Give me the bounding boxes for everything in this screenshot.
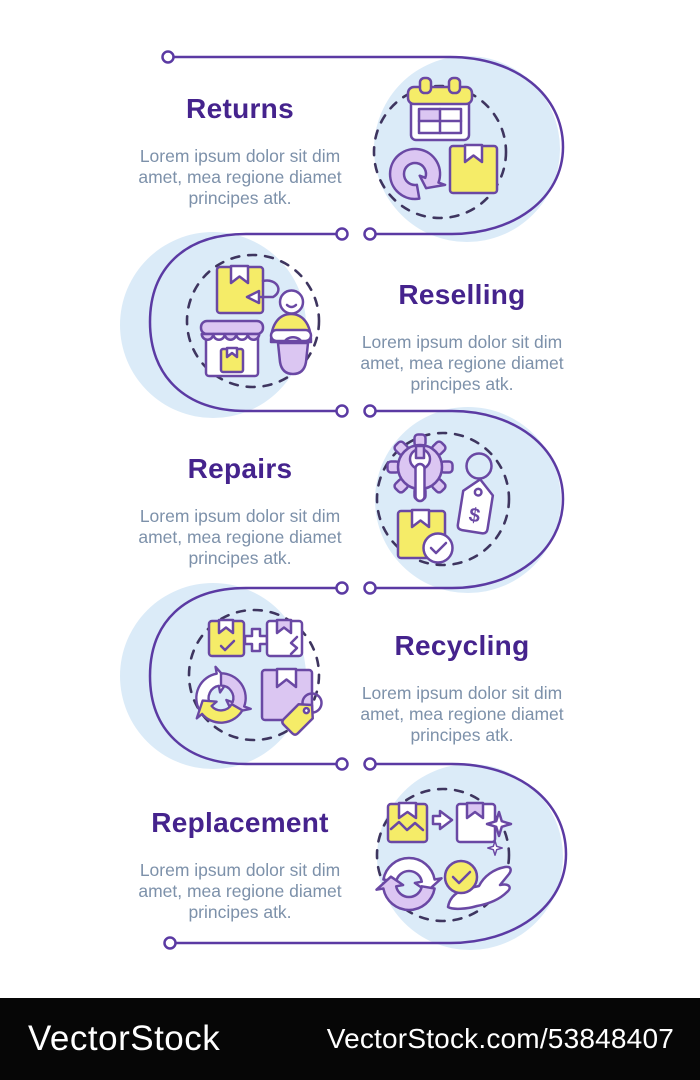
- connector-dot: [363, 581, 377, 595]
- return-parcel-icon: [215, 264, 280, 315]
- replacement-icon-cluster: [375, 801, 513, 912]
- repairs-icon-cluster: $: [386, 433, 495, 564]
- connector-dot: [335, 757, 349, 771]
- connector-dot: [335, 227, 349, 241]
- refresh-arrow-icon: [388, 147, 447, 201]
- exchange-arrows-icon: [375, 856, 443, 912]
- sparkle-icon: [485, 810, 513, 838]
- section-body-line: principes atk.: [188, 188, 292, 208]
- section-recycling: Recycling Lorem ipsum dolor sit dim amet…: [322, 629, 602, 746]
- section-body-line: amet, mea regione diamet: [138, 881, 342, 901]
- new-parcel-icon: [455, 801, 513, 856]
- connector-dot: [363, 227, 377, 241]
- blob-circle: [377, 764, 563, 950]
- reselling-icon-cluster: [199, 264, 313, 378]
- returns-icon-cluster: [388, 76, 499, 201]
- connector-dot: [363, 757, 377, 771]
- vectorstock-logo: VectorStock: [28, 1019, 221, 1058]
- calendar-icon: [406, 76, 474, 142]
- connector-dot: [335, 581, 349, 595]
- section-returns: Returns Lorem ipsum dolor sit dim amet, …: [100, 92, 380, 209]
- recycle-arrows-icon: [195, 665, 252, 724]
- connector-dot: [363, 404, 377, 418]
- connector-line: [148, 50, 568, 950]
- section-body-line: Lorem ipsum dolor sit dim: [139, 860, 341, 880]
- section-body-line: amet, mea regione diamet: [360, 353, 564, 373]
- section-body-line: amet, mea regione diamet: [138, 167, 342, 187]
- section-body-line: principes atk.: [188, 902, 292, 922]
- section-body-line: Lorem ipsum dolor sit dim: [139, 146, 341, 166]
- sparkle-icon: [487, 840, 503, 856]
- watermark-bar: VectorStock VectorStock.com/53848407: [0, 998, 700, 1080]
- parcel-box-icon: [448, 143, 499, 195]
- plus-icon: [243, 627, 269, 653]
- section-body-line: principes atk.: [410, 374, 514, 394]
- dashed-ring: [185, 253, 321, 389]
- section-title: Recycling: [394, 630, 530, 661]
- section-body-line: principes atk.: [188, 548, 292, 568]
- check-circle-icon: [443, 859, 479, 895]
- damaged-parcel-icon: [386, 801, 429, 844]
- section-body-line: amet, mea regione diamet: [138, 527, 342, 547]
- vectorstock-url-text: VectorStock.com/53848407: [326, 1023, 674, 1054]
- dashed-ring: [375, 431, 511, 567]
- dollar-sign: $: [467, 504, 481, 527]
- checked-parcel-icon: [207, 618, 246, 658]
- section-reselling: Reselling Lorem ipsum dolor sit dim amet…: [322, 278, 602, 395]
- section-body-line: Lorem ipsum dolor sit dim: [139, 506, 341, 526]
- section-title: Returns: [186, 93, 294, 124]
- infographic-artwork: $: [120, 50, 568, 950]
- connector-dot: [335, 404, 349, 418]
- section-body-line: Lorem ipsum dolor sit dim: [361, 683, 563, 703]
- transfer-arrow-icon: [431, 809, 454, 831]
- section-repairs: Repairs Lorem ipsum dolor sit dim amet, …: [100, 452, 380, 569]
- approved-parcel-icon: [396, 508, 454, 564]
- section-body-line: Lorem ipsum dolor sit dim: [361, 332, 563, 352]
- connector-dot: [161, 50, 175, 64]
- storefront-icon: [199, 319, 265, 378]
- shopper-icon: [269, 289, 313, 376]
- gear-wrench-icon: [386, 433, 454, 503]
- section-title: Repairs: [187, 453, 293, 484]
- section-body-line: principes atk.: [410, 725, 514, 745]
- section-body-line: amet, mea regione diamet: [360, 704, 564, 724]
- recycling-icon-cluster: [195, 618, 323, 736]
- section-title: Replacement: [151, 807, 329, 838]
- tagged-parcel-icon: [260, 667, 323, 736]
- dashed-ring: [375, 787, 511, 923]
- dashed-ring: [187, 608, 321, 742]
- connector-dot: [163, 936, 177, 950]
- section-title: Reselling: [398, 279, 526, 310]
- section-replacement: Replacement Lorem ipsum dolor sit dim am…: [100, 806, 380, 923]
- damaged-parcel-icon: [265, 618, 304, 658]
- price-tag-icon: $: [456, 452, 495, 535]
- dashed-rings: [185, 84, 511, 923]
